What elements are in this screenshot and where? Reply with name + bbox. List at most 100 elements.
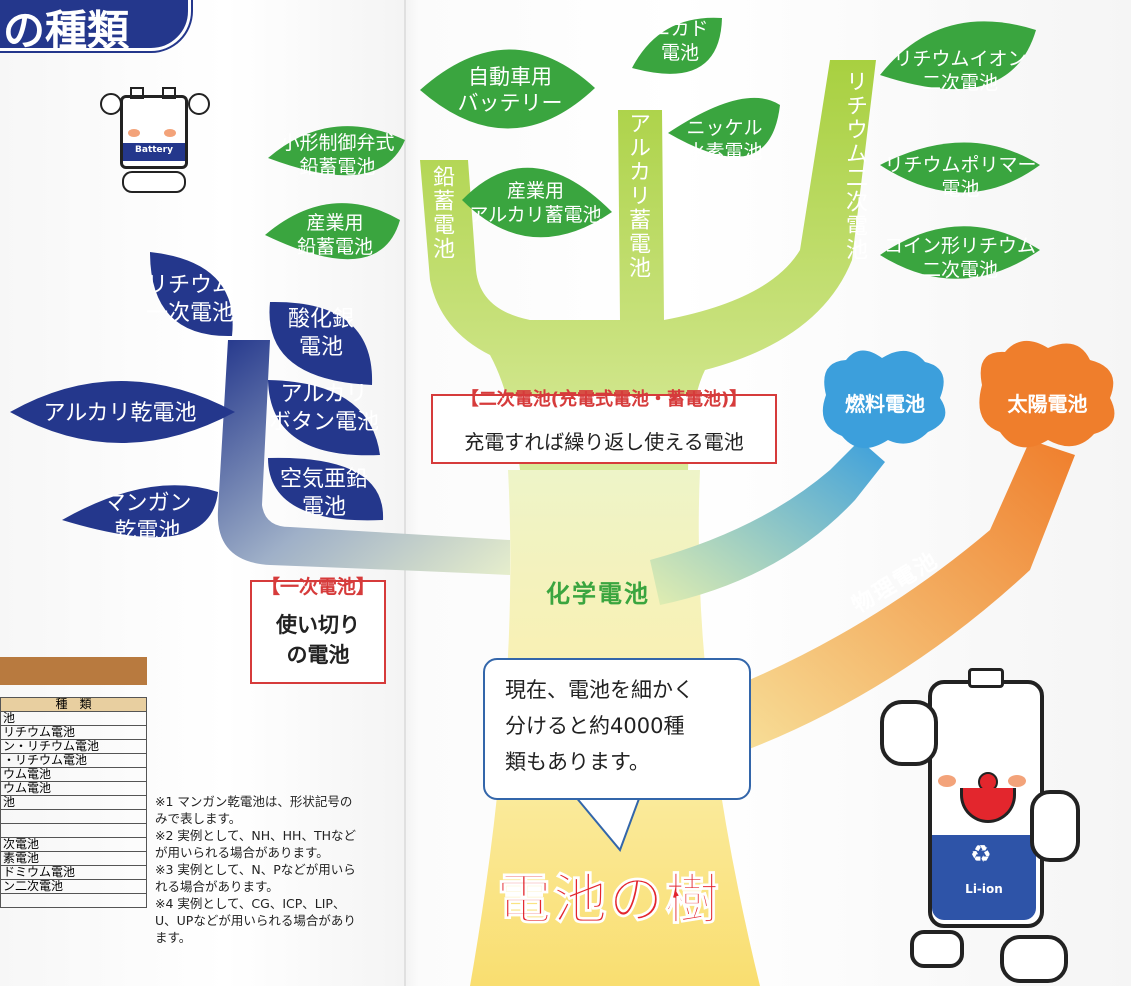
liion-blue-band xyxy=(932,835,1036,920)
leaf-label-industrial-lead: 産業用 鉛蓄電池 xyxy=(296,212,373,258)
table-row: ドミウム電池 xyxy=(0,865,147,880)
liion-cheek-left xyxy=(938,775,956,787)
branch-label-lithium-secondary: リチウム二次電池 xyxy=(842,70,867,262)
table-cell: 池 xyxy=(0,711,147,726)
mascot-cheek-left xyxy=(128,129,140,137)
table-row: 次電池 xyxy=(0,837,147,852)
mascot-terminal-left xyxy=(130,87,144,99)
footnotes: ※1 マンガン乾電池は、形状記号のみで表します。 ※2 実例として、NH、HH、… xyxy=(155,793,360,946)
footnote-4: ※4 実例として、CG、ICP、LIP、U、UPなどが用いられる場合があります。 xyxy=(155,896,356,945)
battery-type-table: 種 類 池 リチウム電池 ン・リチウム電池 ・リチウム電池 ウム電池 ウム電池 … xyxy=(0,697,147,908)
leaf-label-zinc-air: 空気亜鉛 電池 xyxy=(279,467,368,520)
secondary-branch xyxy=(420,60,876,470)
leaf-label-alkaline-dry: アルカリ乾電池 xyxy=(43,401,197,426)
fuel-cell-branch xyxy=(650,440,885,605)
mascot-band xyxy=(123,143,185,161)
leaf-label-lithium-ion: リチウムイオン 二次電池 xyxy=(893,48,1027,94)
table-cell: リチウム電池 xyxy=(0,725,147,740)
liion-glove-left xyxy=(880,700,938,766)
table-cell xyxy=(0,823,147,838)
mascot-eyes xyxy=(136,115,166,125)
leaf-label-nimh: ニッケル 水素電池 xyxy=(686,117,763,163)
leaf-alkaline-dry xyxy=(10,381,235,443)
table-cell: ン・リチウム電池 xyxy=(0,739,147,754)
footnote-2: ※2 実例として、NH、HH、THなどが用いられる場合があります。 xyxy=(155,828,356,860)
leaf-label-manganese: マンガン 乾電池 xyxy=(103,491,192,544)
footnote-1: ※1 マンガン乾電池は、形状記号のみで表します。 xyxy=(155,794,353,826)
secondary-battery-title: 【二次電池(充電式電池・蓄電池)】 xyxy=(460,389,748,410)
branch-label-alkaline: アルカリ蓄電池 xyxy=(625,112,650,280)
mascot-glove-right xyxy=(188,93,210,115)
liion-glove-right xyxy=(1030,790,1080,862)
table-cell xyxy=(0,809,147,824)
tree-title: 電池の樹 xyxy=(497,868,721,932)
leaf-label-silver-oxide: 酸化銀 電池 xyxy=(287,307,354,360)
table-row: ウム電池 xyxy=(0,781,147,796)
leaf-label-lithium-polymer: リチウムポリマー 電池 xyxy=(884,154,1037,200)
mascot-feet xyxy=(122,171,186,193)
table-cell: 池 xyxy=(0,795,147,810)
table-cell: ・リチウム電池 xyxy=(0,753,147,768)
primary-battery-box: 【一次電池】 使い切り の電池 xyxy=(250,576,386,684)
table-row: 素電池 xyxy=(0,851,147,866)
speech-bubble: 現在、電池を細かく 分けると約4000種 類もあります。 xyxy=(483,658,751,800)
table-cell: ドミウム電池 xyxy=(0,865,147,880)
page-spine xyxy=(404,0,406,986)
liion-cheek-right xyxy=(1008,775,1026,787)
leaf-nimh xyxy=(668,97,780,157)
liion-mascot: ♻ Li-ion xyxy=(880,660,1080,986)
table-row: 池 xyxy=(0,711,147,726)
mascot-cheek-right xyxy=(164,129,176,137)
physical-branch xyxy=(700,440,1075,760)
leaf-label-industrial-alkaline: 産業用 アルカリ蓄電池 xyxy=(469,180,602,226)
primary-battery-title: 【一次電池】 xyxy=(260,576,375,598)
section-heading: の種類 xyxy=(0,0,191,55)
chemical-battery-label: 化学電池 xyxy=(546,580,650,608)
table-row: 池 xyxy=(0,795,147,810)
branch-label-lead-acid: 鉛蓄電池 xyxy=(429,165,454,261)
primary-battery-text: 使い切り の電池 xyxy=(276,613,360,667)
leaf-label-alkaline-button: アルカリ ボタン電池 xyxy=(268,382,379,435)
table-header-row: 種 類 xyxy=(0,697,147,712)
leaf-label-nicd: ニカド 電池 xyxy=(651,18,709,64)
leaf-nicd xyxy=(632,17,722,74)
mascot-terminal-right xyxy=(162,87,176,99)
section-heading-text: の種類 xyxy=(3,6,130,55)
secondary-battery-box: 【二次電池(充電式電池・蓄電池)】 充電すれば繰り返し使える電池 xyxy=(431,389,777,464)
table-cell: 次電池 xyxy=(0,837,147,852)
leaf-label-coin-lithium: コイン形リチウム 二次電池 xyxy=(883,235,1036,281)
table-cell: ウム電池 xyxy=(0,781,147,796)
footnote-3: ※3 実例として、N、Pなどが用いられる場合があります。 xyxy=(155,862,356,894)
leaf-coin-lithium xyxy=(880,226,1040,279)
table-row: ウム電池 xyxy=(0,767,147,782)
table-cell: ン二次電池 xyxy=(0,879,147,894)
table-cell xyxy=(0,893,147,908)
table-header-bar xyxy=(0,657,147,685)
liion-label: Li-ion xyxy=(965,882,1003,896)
leaf-vrla-small xyxy=(268,126,405,176)
secondary-battery-text: 充電すれば繰り返し使える電池 xyxy=(464,430,744,454)
leaf-automotive xyxy=(420,49,595,129)
table-row xyxy=(0,809,147,824)
leaf-lithium-primary xyxy=(150,252,233,337)
table-row: リチウム電池 xyxy=(0,725,147,740)
leaf-label-automotive: 自動車用 バッテリー xyxy=(457,65,563,116)
table-row xyxy=(0,893,147,908)
table-header-cell: 種 類 xyxy=(0,697,147,712)
liion-cap xyxy=(968,668,1004,688)
leaf-zinc-air xyxy=(268,457,384,521)
table-row: ・リチウム電池 xyxy=(0,753,147,768)
leaf-silver-oxide xyxy=(269,301,373,385)
table-row: ン・リチウム電池 xyxy=(0,739,147,754)
leaf-label-lithium-primary: リチウム 一次電池 xyxy=(145,273,234,326)
speech-text: 現在、電池を細かく 分けると約4000種 類もあります。 xyxy=(505,678,694,774)
solar-cell-cloud xyxy=(979,340,1115,448)
primary-branch xyxy=(217,340,510,575)
table-cell: ウム電池 xyxy=(0,767,147,782)
leaf-lithium-ion xyxy=(880,21,1036,90)
liion-recycle-icon: ♻ xyxy=(970,840,992,868)
table-cell: 素電池 xyxy=(0,851,147,866)
leaf-manganese xyxy=(62,485,218,538)
